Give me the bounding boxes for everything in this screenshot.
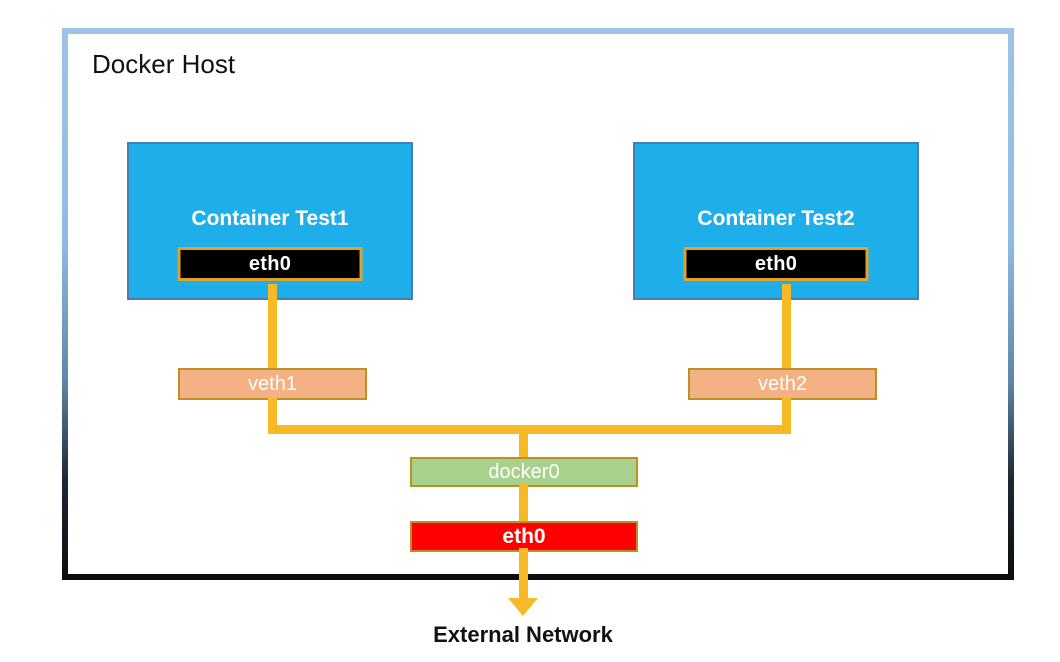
- host-frame-top-edge: [62, 28, 1014, 34]
- wire-host-eth0-to-external-stem: [519, 548, 528, 601]
- wire-bus-to-docker0: [519, 425, 528, 461]
- container-label-test2: Container Test2: [697, 207, 855, 230]
- host-frame-bottom-edge: [62, 574, 1014, 580]
- container-box-test1: Container Test1 eth0: [127, 142, 413, 300]
- veth1-box: veth1: [178, 368, 367, 400]
- container-eth0-test2: eth0: [683, 247, 869, 281]
- host-frame-left-edge: [62, 28, 68, 580]
- docker-host-title: Docker Host: [92, 49, 236, 79]
- arrow-head-icon: [508, 598, 538, 616]
- external-network-label: External Network: [0, 622, 1060, 648]
- docker-host-frame: [62, 28, 1014, 580]
- wire-container2-to-veth2: [782, 284, 791, 372]
- container-box-test2: Container Test2 eth0: [633, 142, 919, 300]
- wire-docker0-to-host-eth0: [519, 483, 528, 525]
- veth2-box: veth2: [688, 368, 877, 400]
- host-frame-right-edge: [1008, 28, 1014, 580]
- external-network-text: External Network: [433, 622, 613, 647]
- wire-veth2-down: [782, 398, 791, 434]
- wire-veth-bus-horizontal: [268, 425, 791, 434]
- wire-veth1-down: [268, 398, 277, 434]
- container-label-test1: Container Test1: [191, 207, 349, 230]
- host-eth0-box: eth0: [410, 521, 638, 552]
- wire-container1-to-veth1: [268, 284, 277, 372]
- container-eth0-test1: eth0: [177, 247, 363, 281]
